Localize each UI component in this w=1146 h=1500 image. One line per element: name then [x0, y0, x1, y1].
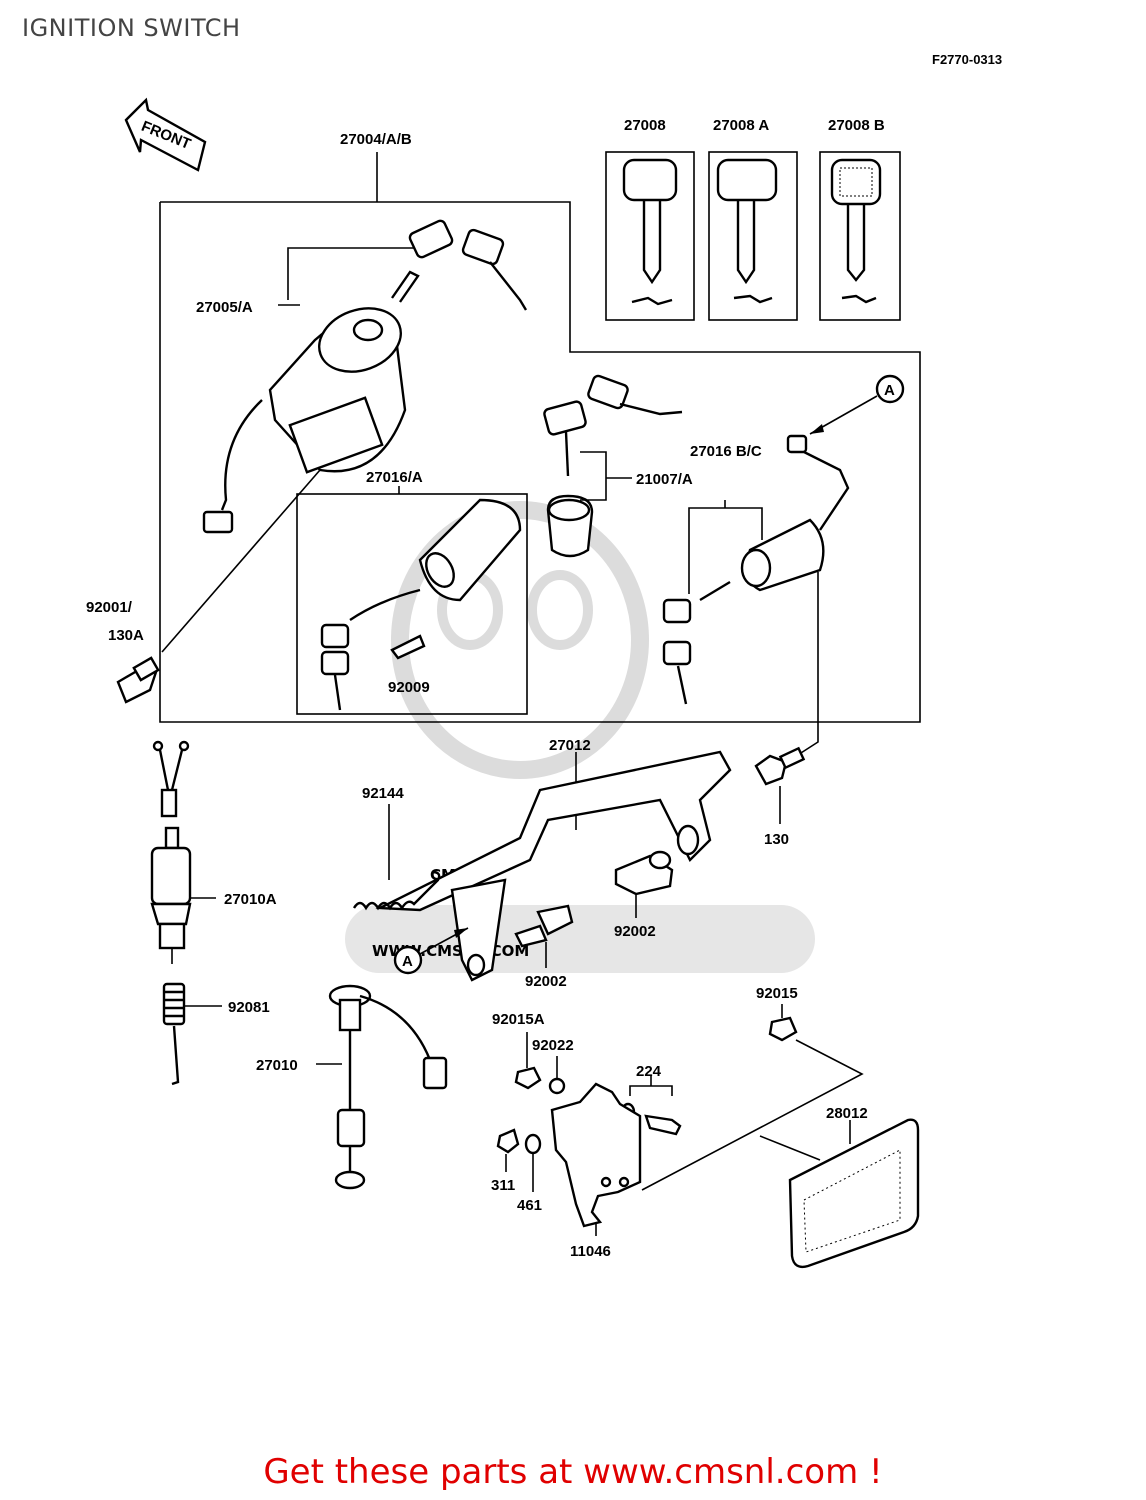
sensor-27010 — [316, 984, 448, 1190]
switch-92002-lower — [514, 904, 574, 968]
label-311: 311 — [491, 1177, 515, 1194]
label-92015: 92015 — [756, 985, 798, 1002]
label-27008a: 27008 A — [713, 117, 769, 134]
label-92001: 92001/ — [86, 599, 133, 616]
label-27008b: 27008 B — [828, 117, 885, 134]
switch-27010a — [150, 740, 216, 964]
label-11046: 11046 — [570, 1243, 611, 1260]
switch-92002-upper — [614, 850, 674, 918]
ref-a-bottom-label: A — [402, 953, 413, 970]
label-92009: 92009 — [388, 679, 430, 696]
label-27016bc: 27016 B/C — [690, 443, 762, 460]
lock-27016bc — [662, 434, 850, 705]
label-21007: 21007/A — [636, 471, 693, 488]
spring-92081 — [162, 982, 222, 1086]
label-92081: 92081 — [228, 999, 270, 1016]
label-461: 461 — [517, 1197, 542, 1214]
label-27016a: 27016/A — [366, 469, 423, 486]
bracket-27012 — [375, 750, 732, 982]
footer-promo: Get these parts at www.cmsnl.com ! — [263, 1452, 883, 1492]
label-92002a: 92002 — [614, 923, 656, 940]
label-28012: 28012 — [826, 1105, 868, 1122]
label-92144: 92144 — [362, 785, 404, 802]
front-arrow: FRONT — [124, 97, 207, 172]
key-27008b — [819, 151, 901, 321]
box-27016a — [296, 493, 528, 715]
key-27008a — [708, 151, 798, 321]
label-27004: 27004/A/B — [340, 131, 412, 148]
label-92022: 92022 — [532, 1037, 574, 1054]
spring-92144 — [352, 804, 441, 911]
label-27005: 27005/A — [196, 299, 253, 316]
ref-a-top-label: A — [884, 382, 895, 399]
bracket-11046 — [496, 1032, 682, 1236]
lock-27016a — [320, 498, 522, 711]
bolt-130 — [754, 572, 819, 824]
seat-lock-21007 — [543, 374, 683, 558]
page-title: IGNITION SWITCH — [22, 14, 241, 42]
label-27010a: 27010A — [224, 891, 277, 908]
parts-diagram: CMS WWW.CMSNL.COM FRONT 27004/A/B 27008 … — [86, 97, 921, 1269]
label-27010: 27010 — [256, 1057, 298, 1074]
diagram-code: F2770-0313 — [932, 52, 1003, 67]
set-frame — [159, 201, 921, 723]
label-92015a: 92015A — [492, 1011, 545, 1028]
label-27008: 27008 — [624, 117, 666, 134]
bolt-92001 — [116, 469, 321, 704]
ref-a-bottom — [393, 945, 423, 975]
reflector-28012 — [641, 1004, 920, 1269]
label-224: 224 — [636, 1063, 662, 1080]
label-27012: 27012 — [549, 737, 591, 754]
label-130a: 130A — [108, 627, 144, 644]
ignition-switch — [202, 219, 528, 534]
ref-a-top — [875, 374, 905, 404]
label-130: 130 — [764, 831, 789, 848]
label-92002b: 92002 — [525, 973, 567, 990]
key-27008 — [605, 151, 695, 321]
